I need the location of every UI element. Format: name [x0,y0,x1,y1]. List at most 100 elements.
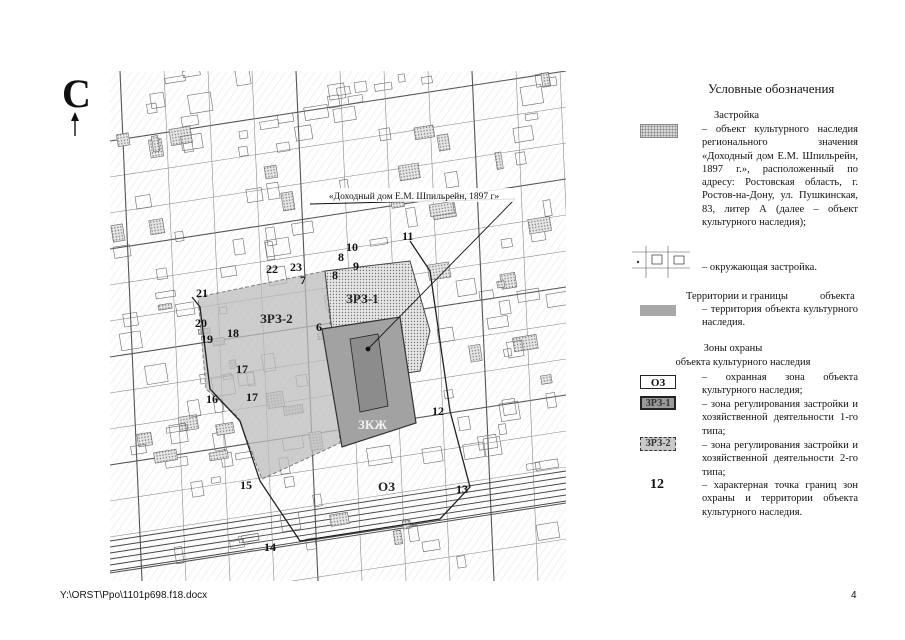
surrounding-building [519,83,544,107]
surrounding-building [294,124,314,142]
surrounding-building [238,533,260,544]
legend-surrounding-text: – окружающая застройка. [702,262,817,273]
surrounding-building [215,421,235,436]
street-line [110,470,566,542]
legend-point-text: – характерная точка границ зон охраны и … [702,480,858,518]
boundary-point-22: 22 [266,262,278,276]
surrounding-building [122,311,139,328]
legend-swatch-surrounding-icon [630,246,692,278]
surrounding-building [276,141,291,153]
legend-zrz1-text: – зона регулирования застройки и хозяйст… [702,399,858,437]
surrounding-building [392,529,404,546]
surrounding-building [527,216,552,235]
surrounding-building [426,261,452,281]
surrounding-building [208,449,229,462]
surrounding-building [180,114,200,128]
surrounding-building [165,424,189,434]
surrounding-building [525,461,541,471]
footer-file-path: Y:\ORST\Ppo\1101p698.f18.docx [60,590,208,601]
legend-building-heading: Застройка [714,110,760,121]
legend-zones-heading-2: объекта культурного наследия [675,357,811,368]
surrounding-building [175,301,196,317]
surrounding-building [148,218,166,236]
boundary-point-18: 18 [227,326,239,340]
surrounding-building [494,151,504,170]
cadastral-map: «Доходный дом Е.М. Шпильрейн, 1897 г» ЗР… [110,71,566,581]
surrounding-building [468,343,483,363]
surrounding-building [264,236,292,258]
surrounding-building [149,91,166,109]
surrounding-building [266,181,281,201]
surrounding-building [279,511,302,533]
north-letter: С [62,71,91,116]
legend-heritage-object-text: – объект культурного наследия региональн… [702,124,858,229]
boundary-point-17a: 17 [236,362,248,376]
surrounding-building [496,280,506,289]
surrounding-building [245,187,264,204]
surrounding-building [420,75,433,85]
surrounding-building [153,448,178,464]
surrounding-building [373,81,393,92]
surrounding-building [378,127,392,142]
boundary-point-7: 7 [300,273,306,287]
surrounding-building [503,347,513,358]
boundary-point-9: 9 [353,259,359,273]
surrounding-building [478,289,495,301]
legend-swatch-heritage-object [640,124,678,138]
surrounding-building [130,444,147,456]
surrounding-building [219,265,238,278]
legend-zrz2-text: – зона регулирования застройки и хозяйст… [702,440,858,478]
surrounding-building [182,71,201,78]
surrounding-building [512,125,535,144]
surrounding-building [280,191,296,212]
zone-label-zrz1: ЗРЗ-1 [346,291,379,306]
surrounding-building [238,145,249,157]
surrounding-building [305,537,317,551]
street-line [471,71,495,581]
surrounding-building [477,433,499,451]
boundary-point-13: 13 [456,482,468,496]
surrounding-building [336,85,351,97]
surrounding-building [514,151,527,166]
street-line [110,142,566,214]
footer-page-number: 4 [851,590,857,601]
surrounding-building [405,206,418,228]
street-line [110,494,566,566]
surrounding-building [332,105,357,123]
surrounding-building [187,91,214,115]
legend-swatch-zrz2: ЗРЗ-2 [640,437,676,451]
legend-territory-heading: Территории и границы [686,291,788,302]
boundary-point-8b: 8 [338,250,344,264]
surrounding-building [500,237,513,249]
surrounding-building [229,539,245,550]
street-line [110,214,566,286]
zone-label-zrz2: ЗРЗ-2 [260,311,293,326]
surrounding-building [110,223,126,243]
surrounding-building [146,102,158,115]
surrounding-building [134,194,153,210]
surrounding-building [157,302,173,311]
surrounding-building [180,132,204,152]
callout-leader [367,198,516,350]
legend-territory-heading-end: объекта [820,291,855,302]
street-line [110,476,566,548]
surrounding-building [542,199,553,217]
boundary-point-11: 11 [402,229,413,243]
surrounding-building [177,414,199,432]
zone-oz-boundary [191,240,471,542]
surrounding-building [444,171,460,189]
surrounding-building [482,436,503,457]
surrounding-building [112,244,132,259]
boundary-point-15: 15 [240,478,252,492]
surrounding-building [186,399,202,418]
surrounding-building [168,422,189,445]
surrounding-building [407,524,420,543]
surrounding-building [116,132,131,147]
street-line [110,500,566,572]
surrounding-building [327,94,341,109]
surrounding-building [413,124,436,141]
surrounding-building [436,133,451,152]
boundary-points: 21 22 23 7 8 8 9 10 11 20 18 19 6 17 16 … [195,229,468,554]
surrounding-building [347,94,364,105]
surrounding-building [421,539,441,553]
